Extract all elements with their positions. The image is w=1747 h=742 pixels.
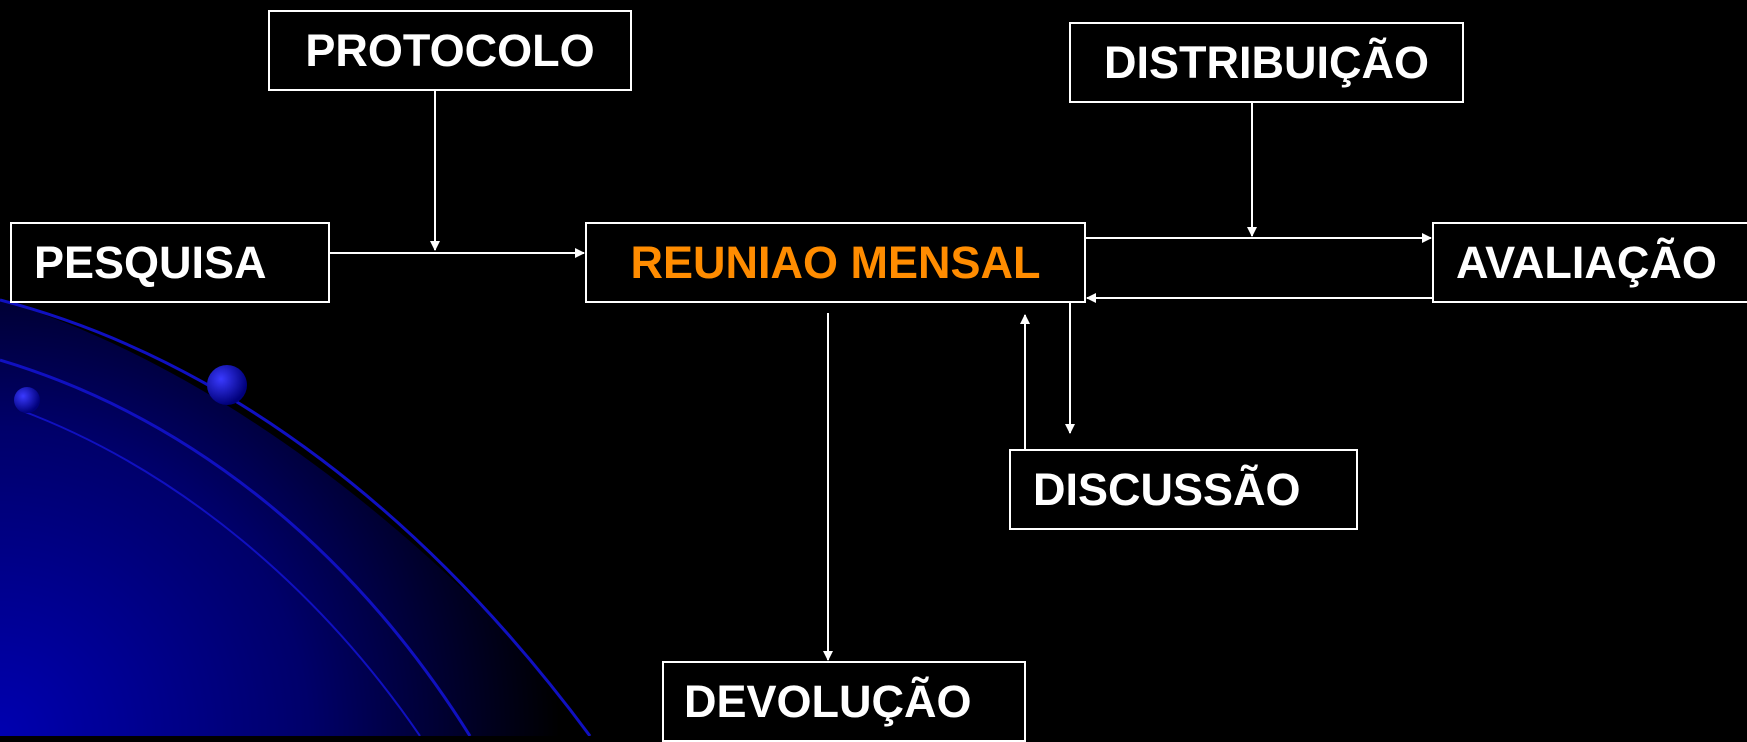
arc-line — [19, 409, 421, 736]
node-discussao: DISCUSSÃO — [1009, 449, 1358, 530]
node-label: DEVOLUÇÃO — [684, 675, 972, 727]
node-avaliacao: AVALIAÇÃO — [1432, 222, 1747, 303]
node-pesquisa: PESQUISA — [10, 222, 330, 303]
sphere-decoration — [14, 387, 40, 413]
node-reuniao-mensal: REUNIAO MENSAL — [585, 222, 1086, 303]
arc-line — [0, 358, 472, 736]
node-label: REUNIAO MENSAL — [630, 236, 1041, 288]
node-label: DISCUSSÃO — [1033, 463, 1301, 515]
node-label: PROTOCOLO — [305, 24, 595, 76]
arc-line — [0, 298, 592, 736]
node-label: PESQUISA — [34, 236, 267, 288]
sphere-decoration — [207, 365, 247, 405]
corner-glow — [0, 300, 600, 736]
node-label: DISTRIBUIÇÃO — [1104, 36, 1429, 88]
node-devolucao: DEVOLUÇÃO — [662, 661, 1026, 742]
node-label: AVALIAÇÃO — [1456, 236, 1717, 288]
node-distribuicao: DISTRIBUIÇÃO — [1069, 22, 1464, 103]
node-protocolo: PROTOCOLO — [268, 10, 632, 91]
